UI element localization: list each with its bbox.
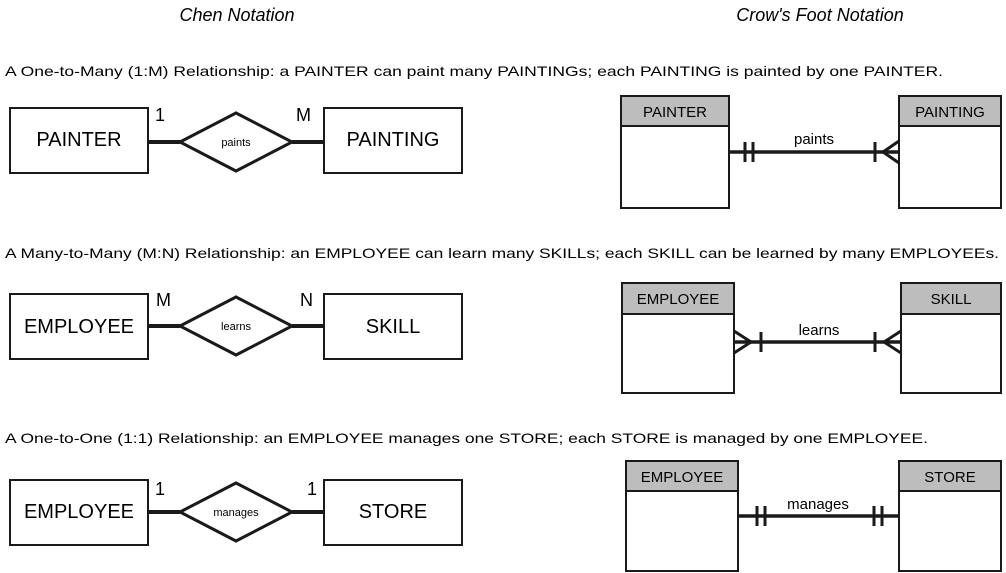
chen-relationship-label: paints [221,137,251,149]
chen-relationship-diamond [176,295,296,357]
crows-foot-diagram: EMPLOYEE STORE manages [625,460,1002,572]
chen-entity-box [9,293,149,360]
chen-entity-box [323,479,463,546]
cf-entity-header [625,460,739,492]
chen-entity-name: STORE [359,501,428,523]
chen-cardinality-left: 1 [155,105,165,125]
cf-entity-header [898,460,1002,492]
section-description: A One-to-Many (1:M) Relationship: a PAIN… [5,63,943,79]
cf-relationship-label: learns [799,322,840,339]
cf-entity-name: STORE [924,469,975,486]
section-description: A Many-to-Many (M:N) Relationship: an EM… [5,245,999,261]
cf-crows-foot-symbol [733,329,763,355]
cf-one-and-only-one-symbol [743,142,755,162]
crows-foot-heading: Crow's Foot Notation [736,5,904,25]
cf-relationship-label: paints [794,131,834,148]
crows-foot-diagram: PAINTER PAINTING paints [620,95,1002,209]
chen-entity-box [9,479,149,546]
crows-foot-diagram: EMPLOYEE SKILL learns [621,282,1002,394]
cf-entity-header [900,282,1002,315]
cf-entity-header [898,95,1002,127]
chen-entity-box [323,107,463,174]
chen-relationship-label: learns [221,321,251,333]
cf-entity-name: SKILL [931,291,972,308]
chen-cardinality-right: M [296,105,311,125]
chen-heading: Chen Notation [179,5,294,25]
chen-entity-name: EMPLOYEE [24,316,134,338]
cf-entity-name: PAINTING [915,104,985,121]
cf-relationship-label: manages [787,496,849,513]
cf-entity-header [620,95,730,127]
chen-diagram: PAINTER PAINTING paints 1 M [9,105,463,174]
section-many-to-many: A Many-to-Many (M:N) Relationship: an EM… [5,245,1002,394]
cf-one-and-only-one-symbol [755,506,767,526]
section-one-to-one: A One-to-One (1:1) Relationship: an EMPL… [5,430,1002,572]
section-one-to-many: A One-to-Many (1:M) Relationship: a PAIN… [5,63,1002,209]
chen-diagram: EMPLOYEE STORE manages 1 1 [9,479,463,546]
cf-one-and-only-one-symbol [872,506,884,526]
chen-relationship-diamond [176,111,296,173]
chen-entity-name: PAINTING [347,129,440,151]
chen-cardinality-right: N [300,290,313,310]
chen-entity-box [9,107,149,174]
chen-entity-name: PAINTER [36,129,121,151]
section-description: A One-to-One (1:1) Relationship: an EMPL… [5,430,928,446]
cf-entity-name: PAINTER [643,104,707,121]
cf-entity-name: EMPLOYEE [637,291,720,308]
cf-crows-foot-symbol [873,329,902,355]
chen-entity-name: SKILL [366,316,420,338]
chen-cardinality-left: 1 [155,479,165,499]
chen-entity-box [323,293,463,360]
chen-cardinality-left: M [156,290,171,310]
chen-relationship-diamond [176,481,296,543]
cf-entity-name: EMPLOYEE [641,469,724,486]
chen-entity-name: EMPLOYEE [24,501,134,523]
chen-diagram: EMPLOYEE SKILL learns M N [9,290,463,360]
cf-entity-header [621,282,735,315]
chen-relationship-label: manages [213,507,259,519]
cf-crows-foot-symbol [873,139,900,165]
chen-cardinality-right: 1 [307,479,317,499]
